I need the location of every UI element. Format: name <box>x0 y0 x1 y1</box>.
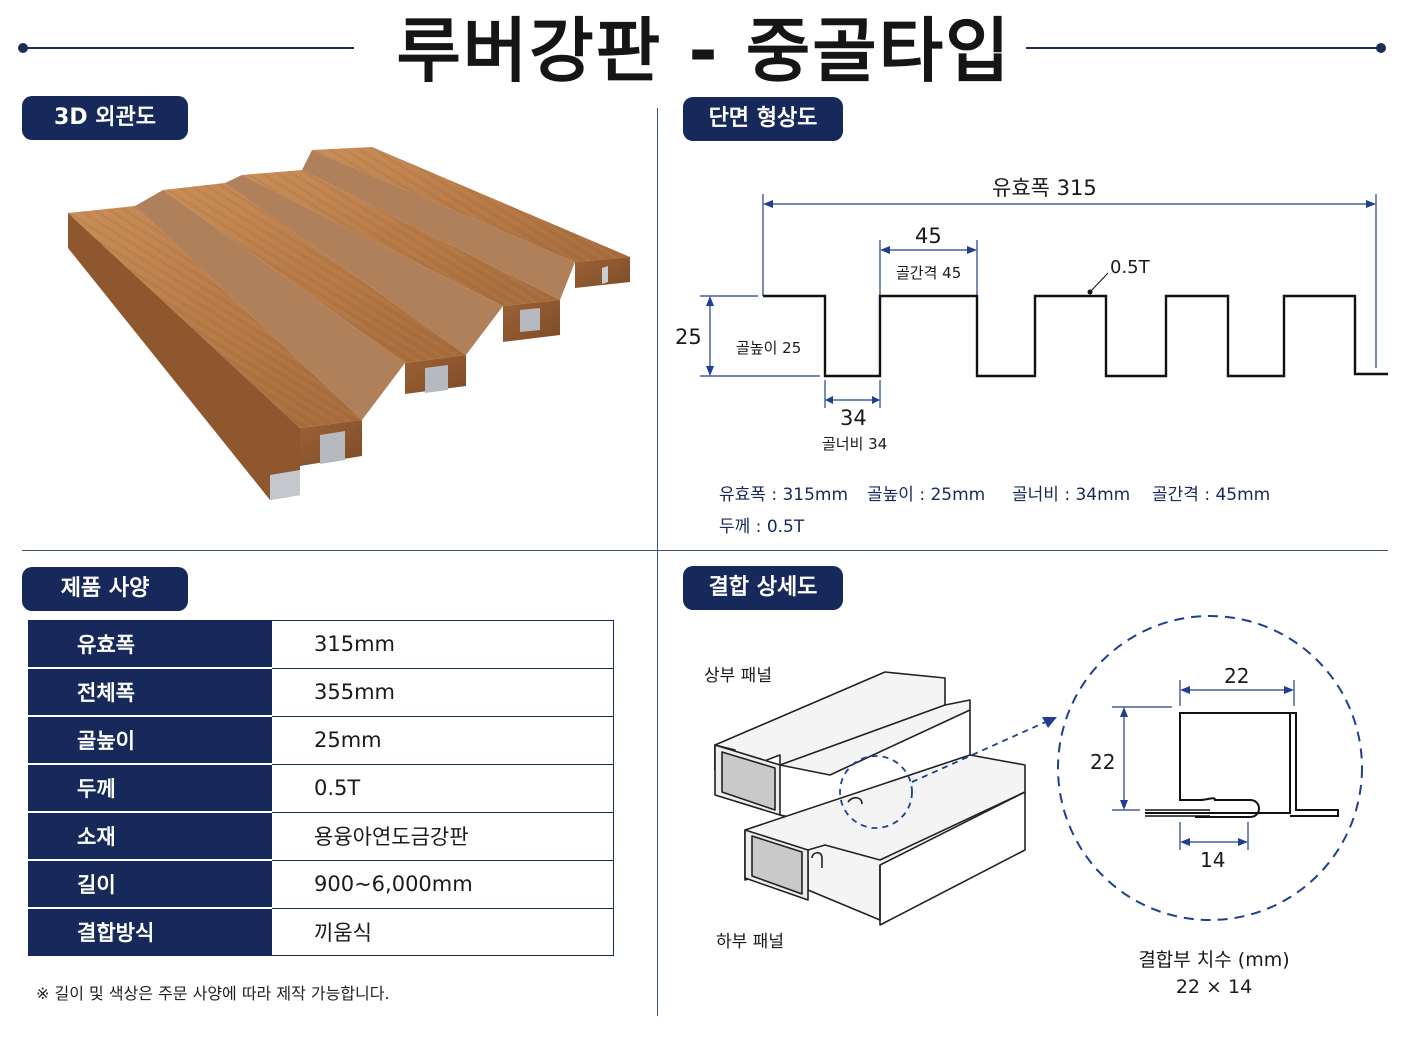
spec-note: ※ 길이 및 색상은 주문 사양에 따라 제작 가능합니다. <box>36 984 390 1003</box>
summary-bottom: 골너비 : 34mm <box>1012 485 1131 505</box>
spec-value: 0.5T <box>271 763 614 813</box>
profile-cross-section <box>700 194 1388 408</box>
spec-key: 전체폭 <box>28 667 272 717</box>
spec-value: 용융아연도금강판 <box>271 811 614 861</box>
spec-key: 골높이 <box>28 715 272 765</box>
profile-total-width: 유효폭 315 <box>992 176 1097 200</box>
front-edge <box>68 213 300 500</box>
title-line-left <box>24 47 354 49</box>
joint-detail-circle <box>1057 615 1363 921</box>
spec-key: 결합방식 <box>28 907 272 956</box>
summary-height: 골높이 : 25mm <box>867 485 986 505</box>
joint-caption-value: 22 × 14 <box>1175 976 1253 998</box>
spec-value: 315mm <box>271 620 614 669</box>
joint-dim-bottom: 14 <box>1200 848 1226 872</box>
title-line-dot-left <box>18 43 28 53</box>
profile-height-label: 골높이 25 <box>736 339 802 357</box>
section-badge-3d-view: 3D 외관도 <box>22 96 188 140</box>
vertical-divider <box>657 108 658 1016</box>
profile-pitch: 45 <box>915 224 942 248</box>
title-line-right <box>1026 47 1380 49</box>
joint-dim-top: 22 <box>1224 664 1250 688</box>
horizontal-divider <box>22 550 1388 551</box>
profile-pitch-label: 골간격 45 <box>896 264 962 282</box>
joint-upper-label: 상부 패널 <box>704 666 772 686</box>
profile-thickness: 0.5T <box>1110 257 1150 278</box>
spec-key: 길이 <box>28 859 272 909</box>
spec-key: 소재 <box>28 811 272 861</box>
spec-value: 900~6,000mm <box>271 859 614 909</box>
profile-line <box>763 294 1388 378</box>
summary-thickness: 두께 : 0.5T <box>719 517 805 537</box>
title-line-dot-right <box>1376 43 1386 53</box>
joint-detail-illustration <box>714 615 1363 926</box>
summary-pitch: 골간격 : 45mm <box>1152 485 1271 505</box>
spec-value: 25mm <box>271 715 614 765</box>
joint-caption: 결합부 치수 (mm) <box>1138 949 1290 971</box>
joint-dim-left: 22 <box>1090 750 1116 774</box>
joint-highlight-circle <box>839 755 913 829</box>
profile-bottom: 34 <box>840 406 867 430</box>
louver-3d-illustration <box>68 147 630 500</box>
section-badge-spec: 제품 사양 <box>22 567 188 611</box>
joint-lower-label: 하부 패널 <box>716 932 784 952</box>
section-badge-joint: 결합 상세도 <box>683 566 843 610</box>
spec-key: 두께 <box>28 763 272 813</box>
summary-width: 유효폭 : 315mm <box>719 485 849 505</box>
spec-value: 355mm <box>271 667 614 717</box>
spec-value: 끼움식 <box>271 907 614 956</box>
spec-key: 유효폭 <box>28 620 272 669</box>
page-title: 루버강판 - 중골타입 <box>396 10 1012 92</box>
profile-height: 25 <box>675 325 702 349</box>
section-badge-profile: 단면 형상도 <box>683 97 843 141</box>
profile-bottom-label: 골너비 34 <box>822 435 888 453</box>
